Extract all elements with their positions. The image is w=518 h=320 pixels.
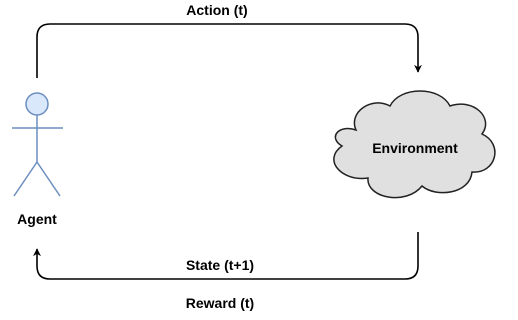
agent-figure-icon bbox=[12, 92, 63, 197]
reward-label: Reward (t) bbox=[186, 295, 254, 311]
state-label: State (t+1) bbox=[186, 257, 254, 273]
agent-label: Agent bbox=[17, 211, 57, 227]
action-arrow bbox=[36, 23, 422, 78]
action-label: Action (t) bbox=[186, 2, 247, 18]
state-reward-arrow bbox=[33, 232, 419, 280]
environment-label: Environment bbox=[372, 140, 458, 156]
environment-cloud-icon bbox=[333, 90, 496, 199]
